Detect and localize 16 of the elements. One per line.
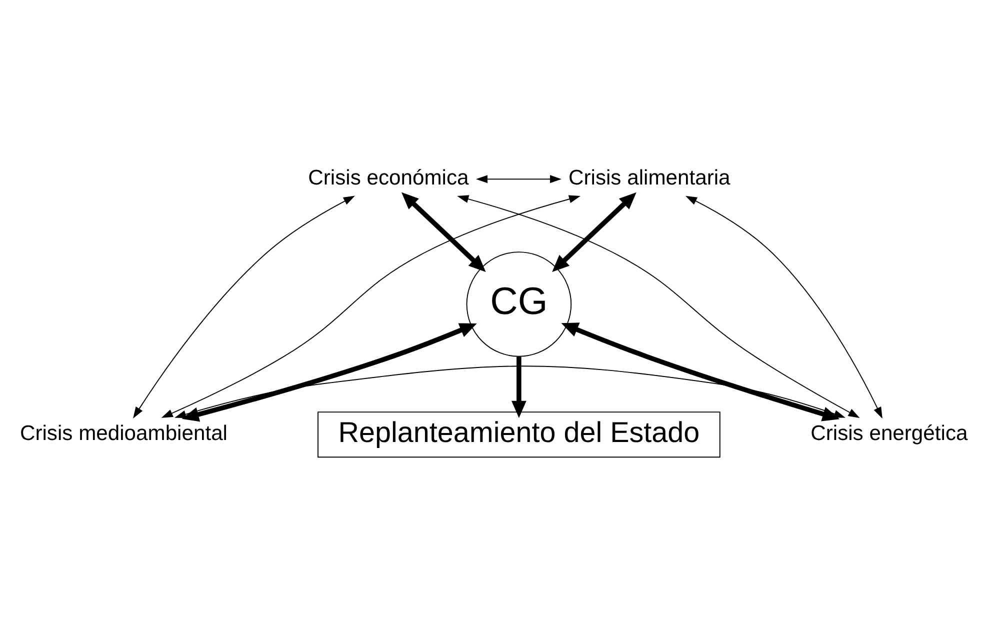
arrow — [685, 195, 882, 418]
arrow — [552, 192, 636, 272]
node-text: Crisis medioambiental — [20, 421, 228, 444]
node-text: Crisis alimentaria — [568, 166, 730, 189]
arrow — [161, 194, 581, 418]
arrow — [133, 195, 356, 418]
arrow — [512, 356, 526, 418]
arrow — [401, 192, 486, 272]
node-box: Replanteamiento del Estado — [318, 411, 720, 458]
arrow — [182, 322, 477, 422]
arrow — [457, 194, 860, 418]
arrow — [476, 174, 562, 183]
node-text: Crisis económica — [308, 166, 469, 189]
arrow — [174, 365, 846, 418]
arrow — [561, 322, 840, 421]
node-text: Crisis energética — [810, 421, 968, 444]
